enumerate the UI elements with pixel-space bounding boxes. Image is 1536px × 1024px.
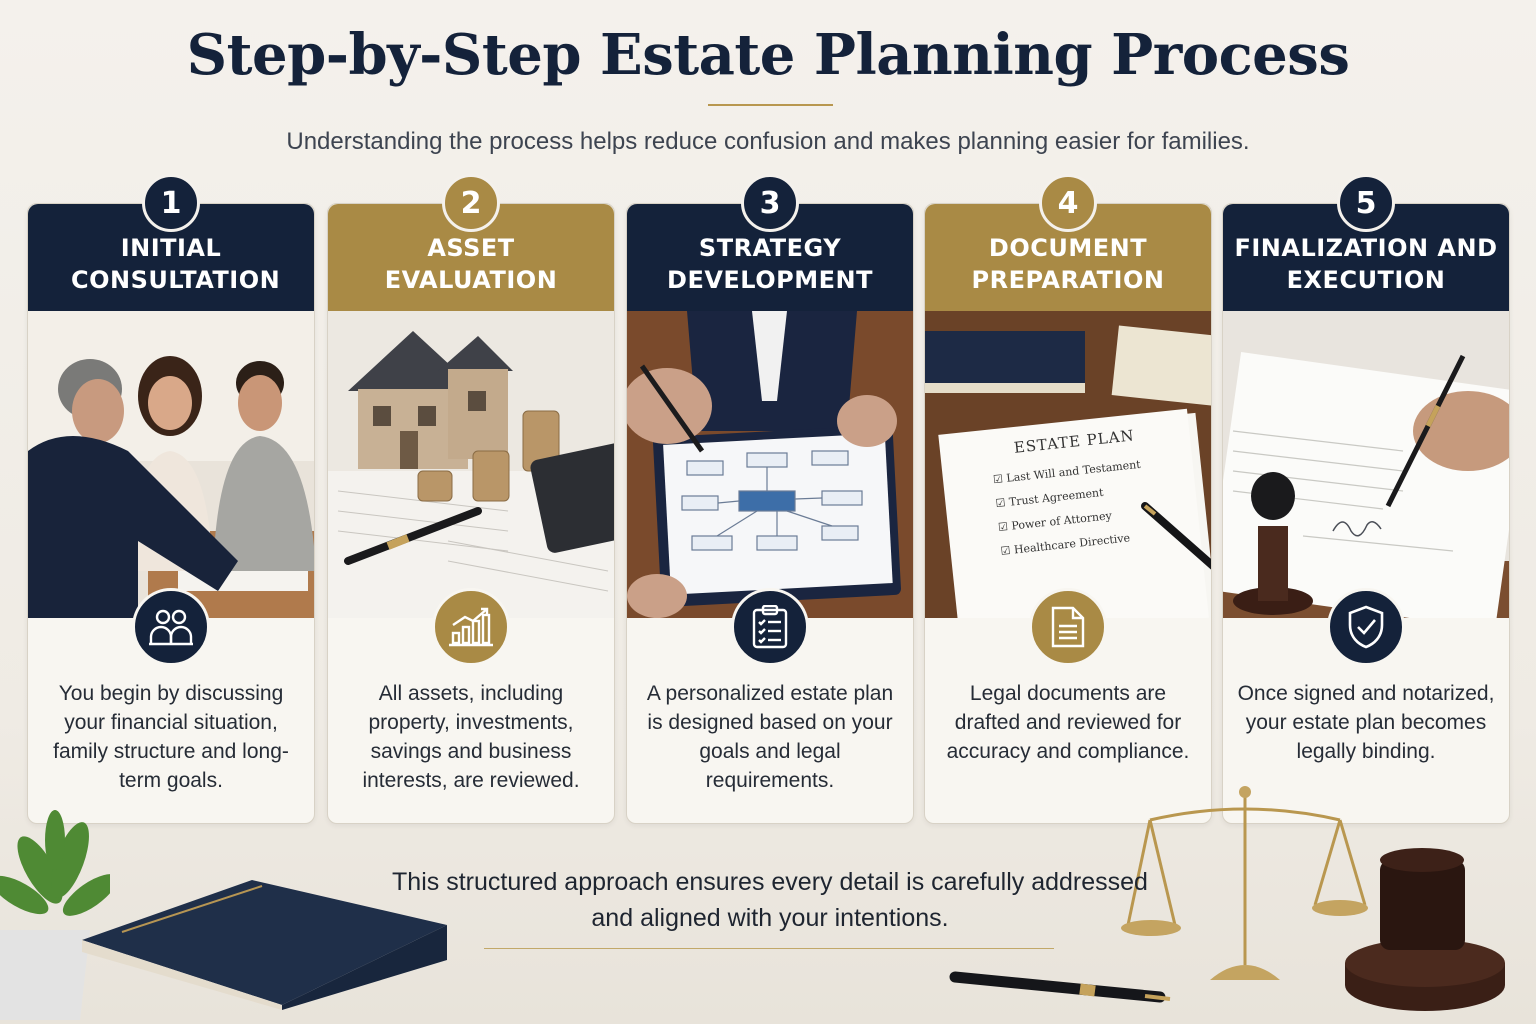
step-description: A personalized estate plan is designed b… [646, 682, 894, 792]
step-card-5: FINALIZATION AND EXECUTION 5 [1222, 174, 1510, 824]
step-description: Legal documents are drafted and reviewed… [946, 682, 1190, 763]
footer-divider [484, 948, 1054, 949]
step-card-4: DOCUMENT PREPARATION 4 ESTATE PLAN ☑ Las… [924, 174, 1212, 824]
step-number-badge: 3 [741, 174, 799, 232]
strategy-photo [627, 311, 913, 618]
scales-of-justice [1121, 786, 1368, 980]
document-icon [1029, 588, 1107, 666]
consultation-photo [28, 311, 314, 618]
people-icon [132, 588, 210, 666]
potted-plant [0, 810, 110, 1020]
step-description: Once signed and notarized, your estate p… [1237, 682, 1495, 763]
document-photo: ESTATE PLAN ☑ Last Will and Testament ☑ … [925, 311, 1211, 618]
checklist-clipboard-icon [731, 588, 809, 666]
step-heading: STRATEGY DEVELOPMENT [667, 233, 873, 294]
footer-note: This structured approach ensures every d… [392, 868, 1148, 932]
step-heading: ASSET EVALUATION [384, 233, 558, 294]
step-card-1: INITIAL CONSULTATION 1 You b [27, 174, 315, 824]
step-number-badge: 1 [142, 174, 200, 232]
step-header-5: FINALIZATION AND EXECUTION [1223, 204, 1509, 311]
step-heading: FINALIZATION AND EXECUTION [1234, 233, 1498, 294]
step-heading: DOCUMENT PREPARATION [971, 233, 1165, 294]
step-description: You begin by discussing your financial s… [53, 682, 289, 792]
step-number-badge: 2 [442, 174, 500, 232]
growth-chart-icon [432, 588, 510, 666]
asset-photo [328, 311, 614, 618]
signing-photo [1223, 311, 1509, 618]
step-number-badge: 5 [1337, 174, 1395, 232]
law-book [82, 880, 447, 1010]
step-heading: INITIAL CONSULTATION [71, 233, 281, 294]
page-title: Step-by-Step Estate Planning Process [186, 22, 1350, 88]
step-number-badge: 4 [1039, 174, 1097, 232]
shield-check-icon [1327, 588, 1405, 666]
pen [949, 971, 1171, 1003]
step-card-3: STRATEGY DEVELOPMENT 3 [626, 174, 914, 824]
title-divider [708, 104, 833, 106]
step-description: All assets, including property, investme… [362, 682, 580, 792]
page-subtitle: Understanding the process helps reduce c… [286, 128, 1250, 155]
step-card-2: ASSET EVALUATION 2 [327, 174, 615, 824]
gavel [1345, 848, 1505, 1011]
